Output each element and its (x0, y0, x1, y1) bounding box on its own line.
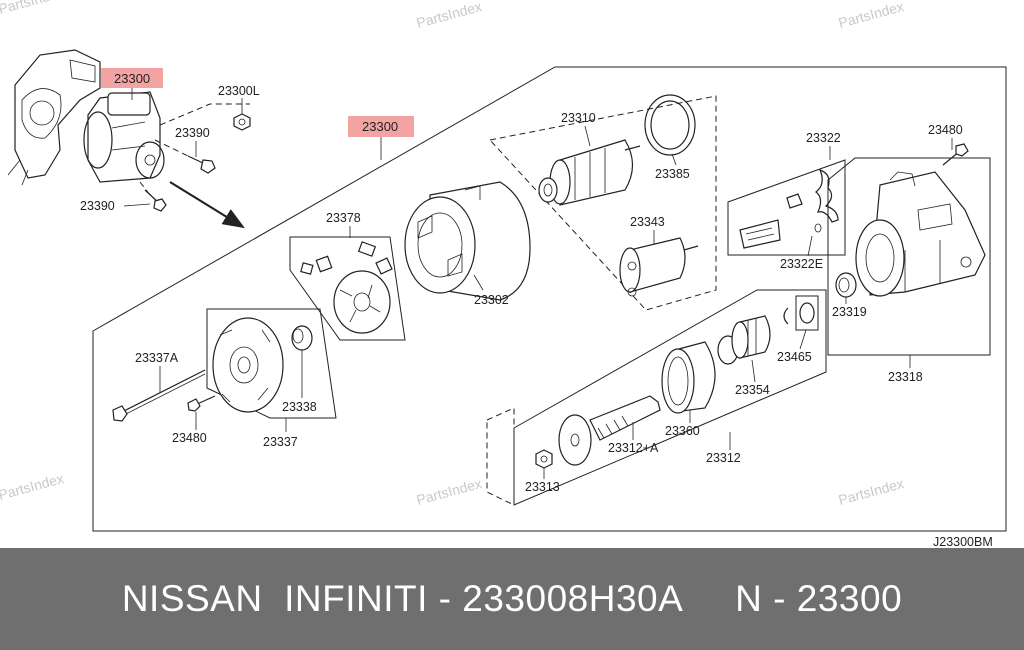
bushing-part (835, 272, 857, 298)
yoke-part (404, 181, 531, 301)
footer-text: NISSAN INFINITI - 233008H30A N - 23300 (121, 578, 903, 619)
label-brush-set[interactable]: 23378 (326, 211, 361, 225)
watermark: PartsIndex (415, 0, 484, 31)
label-lever-clip[interactable]: 23322E (780, 257, 823, 271)
armature-group-outline (489, 95, 717, 311)
explode-arrow-icon (169, 181, 245, 229)
housing-box (827, 157, 991, 356)
footer-brand: NISSAN INFINITI (121, 578, 428, 619)
label-shaft[interactable]: 23312+A (608, 441, 659, 455)
diagram-code: J23300BM (933, 535, 993, 548)
pinion-part (717, 315, 771, 365)
stopper-box (795, 295, 819, 331)
shaft-part (558, 395, 661, 466)
label-magnetic-switch[interactable]: 23343 (630, 215, 665, 229)
magnetic-switch-part (619, 237, 699, 297)
label-main-starter[interactable]: 23300 (114, 71, 150, 86)
label-bushing[interactable]: 23319 (832, 305, 867, 319)
watermark: PartsIndex (0, 470, 65, 503)
nut-small-icon (535, 449, 553, 469)
packing-ring-part (644, 94, 696, 156)
armature-part (538, 139, 641, 206)
watermark: PartsIndex (0, 0, 65, 17)
exploded-parts-diagram: PartsIndex PartsIndex PartsIndex PartsIn… (0, 0, 1007, 548)
assembly-outline (92, 66, 1007, 532)
label-armature[interactable]: 23310 (561, 111, 596, 125)
bolt-lower-icon (144, 189, 167, 212)
label-yoke[interactable]: 23302 (474, 293, 509, 307)
label-pinion[interactable]: 23354 (735, 383, 770, 397)
label-lever-set[interactable]: 23322 (806, 131, 841, 145)
label-brush-holder-cover[interactable]: 23337 (263, 435, 298, 449)
label-through-bolt[interactable]: 23337A (135, 351, 179, 365)
footer-ref: N - 23300 (735, 578, 903, 619)
footer-part-number: 233008H30A (462, 578, 682, 619)
bolt-upper-icon (187, 155, 216, 174)
rear-cover-part (212, 317, 284, 413)
label-screw[interactable]: 23480 (172, 431, 207, 445)
label-nut[interactable]: 23300L (218, 84, 260, 98)
gear-assembly-dash (486, 407, 515, 506)
stopper-ring-part (783, 302, 815, 325)
part-info-footer: NISSAN INFINITI - 233008H30A N - 23300 (0, 548, 1024, 650)
cap-part (291, 325, 313, 351)
label-packing[interactable]: 23385 (655, 167, 690, 181)
label-bolt-rear[interactable]: 23480 (928, 123, 963, 137)
label-starter-assembly[interactable]: 23300 (362, 119, 398, 134)
housing-part (855, 171, 986, 297)
lever-set-box (727, 159, 846, 256)
internal-gear-part (661, 341, 716, 414)
label-bolt-upper[interactable]: 23390 (175, 126, 210, 140)
lever-part (739, 169, 839, 249)
watermark: PartsIndex (837, 0, 906, 31)
label-internal-gear[interactable]: 23360 (665, 424, 700, 438)
nut-icon (233, 113, 251, 131)
highlight-box (348, 116, 414, 137)
brush-set-part (300, 241, 393, 334)
watermark: PartsIndex (415, 475, 484, 508)
screw-icon (187, 395, 216, 412)
label-gear-assembly[interactable]: 23312 (706, 451, 741, 465)
starter-motor-mounted (83, 91, 165, 183)
through-bolt-icon (112, 369, 206, 422)
highlight-box (101, 68, 163, 88)
label-nut-small[interactable]: 23313 (525, 480, 560, 494)
leader-dash (159, 103, 250, 126)
label-cap[interactable]: 23338 (282, 400, 317, 414)
rear-cover-box (206, 308, 337, 419)
engine-mount-illustration (7, 49, 101, 186)
watermark: PartsIndex (837, 475, 906, 508)
bolt-rear-icon (942, 143, 969, 166)
brush-set-box (289, 236, 406, 341)
label-stopper-ring[interactable]: 23465 (777, 350, 812, 364)
label-housing-assembly[interactable]: 23318 (888, 370, 923, 384)
label-bolt-lower[interactable]: 23390 (80, 199, 115, 213)
